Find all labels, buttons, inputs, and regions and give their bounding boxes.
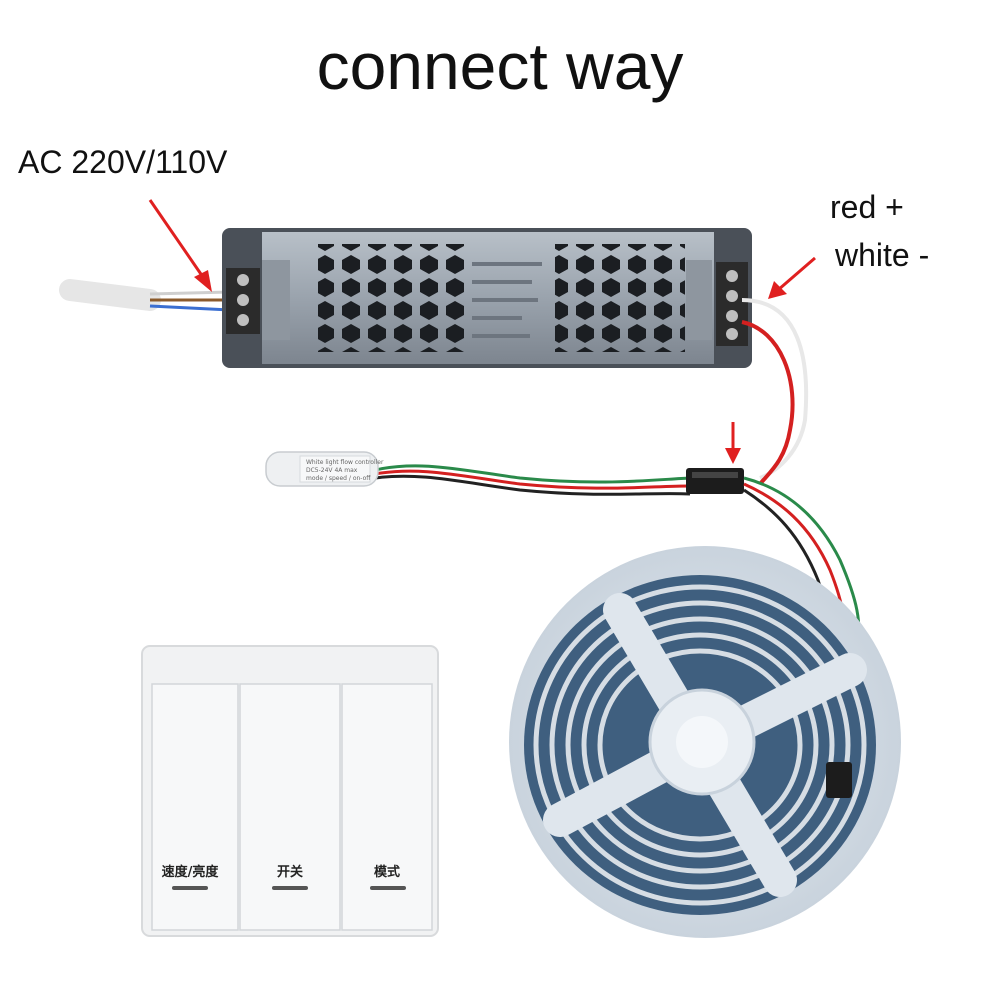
switch-button-speed[interactable] xyxy=(151,683,239,931)
wall-switch-icon: 速度/亮度 开关 模式 xyxy=(141,645,439,937)
diagram-title: connect way xyxy=(316,29,684,103)
terminal-block-icon xyxy=(226,268,260,334)
dc-terminal-block-icon xyxy=(716,262,748,346)
controller-icon: White light flow controller DC5-24V 4A m… xyxy=(265,451,384,487)
controller-cable xyxy=(374,464,691,496)
svg-text:DC5-24V 4A max: DC5-24V 4A max xyxy=(306,467,358,474)
connector-icon xyxy=(686,468,744,494)
switch-label-speed: 速度/亮度 xyxy=(162,864,220,880)
switch-button-mode[interactable] xyxy=(341,683,433,931)
power-supply-icon xyxy=(222,228,752,368)
switch-label-power: 开关 xyxy=(277,864,303,880)
arrow-icon-connector xyxy=(725,422,741,464)
svg-text:White light flow controller: White light flow controller xyxy=(306,459,384,466)
switch-label-mode: 模式 xyxy=(374,864,400,880)
arrow-icon xyxy=(148,199,212,292)
red-wire-label: red + xyxy=(830,189,904,225)
switch-indicator-mode xyxy=(370,886,406,890)
ac-input-label: AC 220V/110V xyxy=(18,144,228,180)
switch-button-power[interactable] xyxy=(239,683,341,931)
svg-text:mode / speed / on-off: mode / speed / on-off xyxy=(306,475,371,482)
switch-indicator-power xyxy=(272,886,308,890)
led-reel-icon xyxy=(509,546,901,938)
ac-input-cable xyxy=(59,279,231,312)
dc-output-wires xyxy=(741,298,809,486)
arrow-icon-psu-output xyxy=(768,256,816,299)
switch-indicator-speed xyxy=(172,886,208,890)
white-wire-label: white - xyxy=(835,237,930,273)
